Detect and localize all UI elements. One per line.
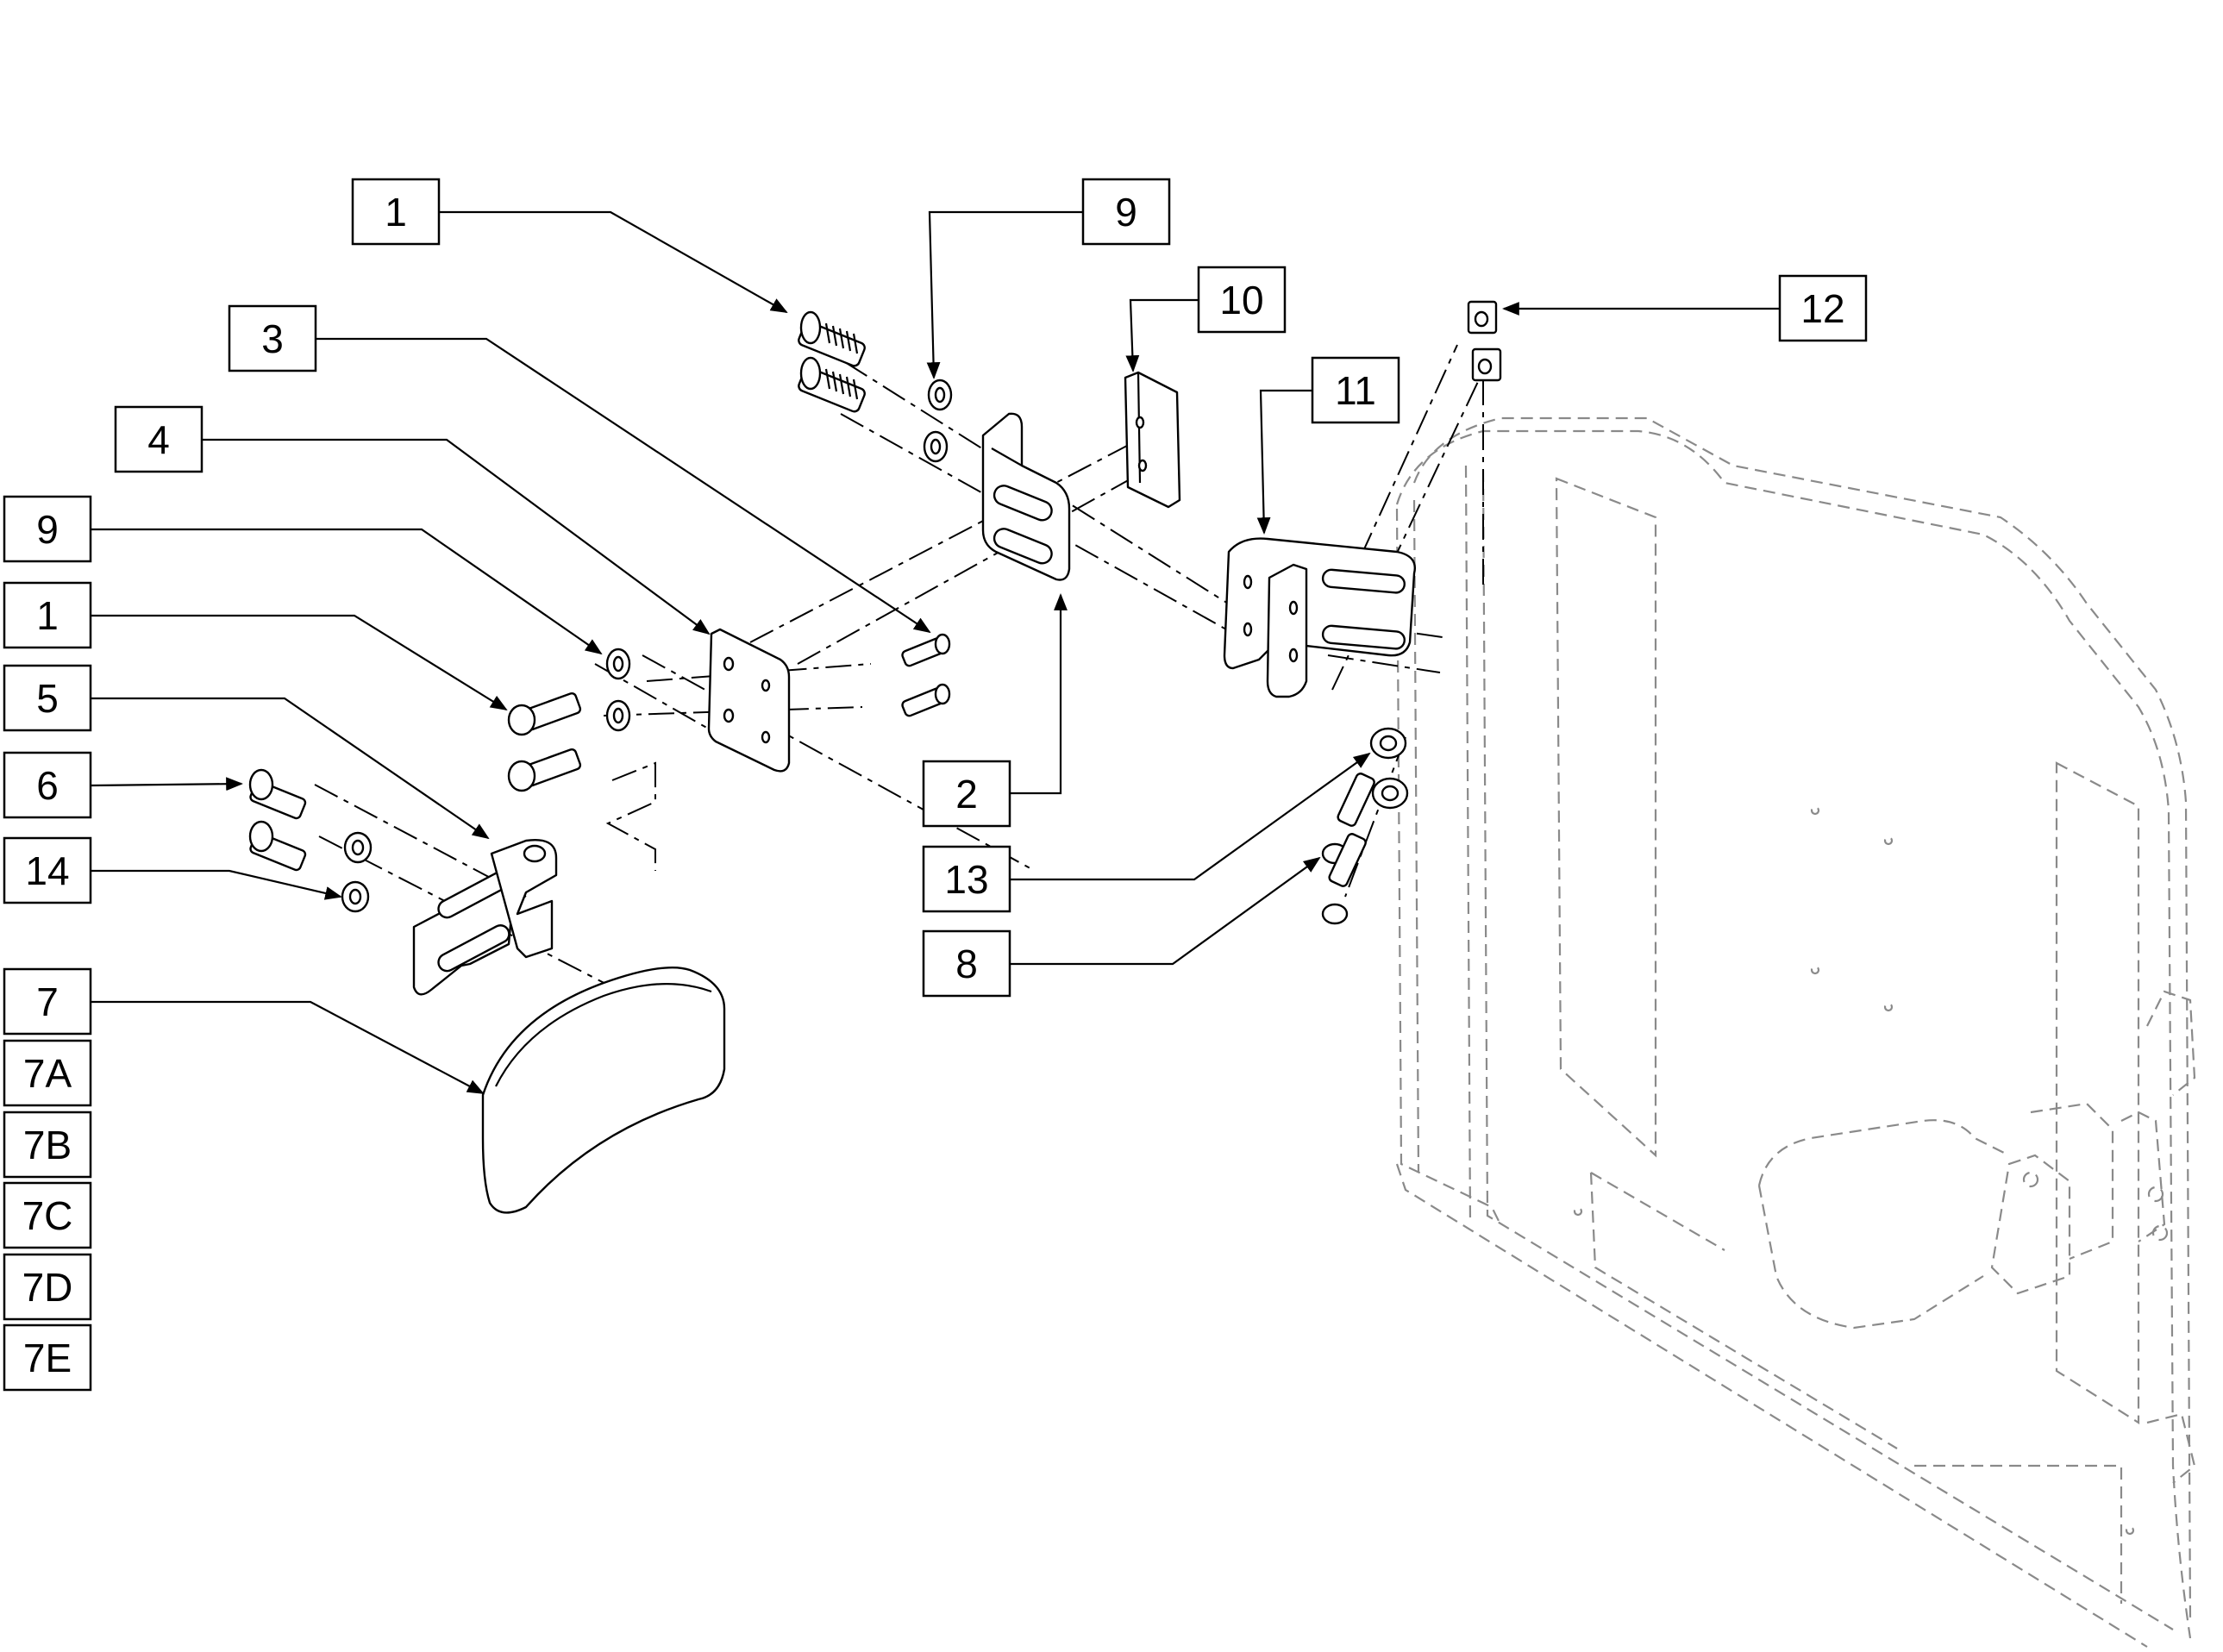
callouts: 1 9 10 11 12 3 4 9: [3, 178, 1868, 1392]
screw-left: [507, 691, 582, 792]
callout-7b[interactable]: 7B: [3, 1111, 92, 1179]
callout-7c[interactable]: 7C: [3, 1181, 92, 1249]
headrest-pad-part-7: [481, 966, 726, 1214]
svg-text:7: 7: [36, 979, 59, 1024]
screw-top-2: [798, 356, 866, 413]
callout-6[interactable]: 6: [3, 751, 92, 819]
callout-13[interactable]: 13: [922, 845, 1011, 913]
svg-text:8: 8: [955, 942, 978, 986]
svg-text:3: 3: [261, 316, 284, 361]
svg-text:13: 13: [944, 857, 988, 902]
square-nut-part-12: [1467, 300, 1502, 382]
callout-3[interactable]: 3: [228, 304, 317, 372]
callout-2[interactable]: 2: [922, 760, 1011, 828]
svg-text:11: 11: [1335, 368, 1376, 413]
svg-text:2: 2: [955, 772, 978, 817]
svg-text:14: 14: [25, 848, 69, 893]
washer-left: [605, 648, 631, 732]
callout-10[interactable]: 10: [1197, 266, 1287, 334]
svg-text:7C: 7C: [22, 1193, 73, 1238]
svg-text:12: 12: [1800, 286, 1844, 331]
angle-bracket-part-2: [981, 412, 1071, 581]
leader-lines: [90, 210, 1780, 1094]
svg-text:1: 1: [385, 190, 407, 235]
screw-part-3: [901, 633, 951, 717]
svg-text:9: 9: [1115, 190, 1137, 235]
callout-14[interactable]: 14: [3, 836, 92, 904]
washer-part-14: [341, 831, 373, 913]
svg-text:7D: 7D: [22, 1265, 73, 1310]
callout-1-top[interactable]: 1: [351, 178, 441, 246]
svg-text:9: 9: [36, 507, 59, 552]
svg-text:4: 4: [147, 417, 170, 462]
mount-bracket-part-11: [1223, 537, 1416, 698]
callout-7a[interactable]: 7A: [3, 1039, 92, 1107]
svg-text:10: 10: [1219, 278, 1263, 322]
screw-part-6: [248, 768, 307, 872]
callout-11[interactable]: 11: [1311, 356, 1400, 424]
callout-9-top[interactable]: 9: [1081, 178, 1171, 246]
washer-part-13: [1369, 727, 1409, 810]
screw-top-1: [798, 310, 866, 367]
svg-text:1: 1: [36, 593, 59, 638]
headrest-bracket-part-5: [412, 839, 558, 996]
callout-7e[interactable]: 7E: [3, 1323, 92, 1392]
mount-plate-part-4: [707, 628, 791, 773]
svg-text:6: 6: [36, 763, 59, 808]
callout-8[interactable]: 8: [922, 929, 1011, 998]
spacer-block-part-10: [1124, 371, 1181, 509]
svg-text:7A: 7A: [23, 1051, 72, 1096]
callout-7[interactable]: 7: [3, 967, 92, 1036]
callout-4[interactable]: 4: [114, 405, 204, 473]
callout-5[interactable]: 5: [3, 664, 92, 732]
screw-part-8: [1321, 773, 1375, 925]
callout-12[interactable]: 12: [1778, 274, 1868, 342]
svg-text:5: 5: [36, 676, 59, 721]
seat-back-frame-reference: [1395, 416, 2196, 1648]
washer-top-1: [927, 379, 953, 411]
svg-text:7B: 7B: [23, 1123, 72, 1167]
callout-1-left[interactable]: 1: [3, 581, 92, 649]
callout-7d[interactable]: 7D: [3, 1253, 92, 1321]
svg-text:7E: 7E: [23, 1336, 72, 1380]
washer-top-2: [923, 430, 949, 463]
callout-9-left[interactable]: 9: [3, 495, 92, 563]
